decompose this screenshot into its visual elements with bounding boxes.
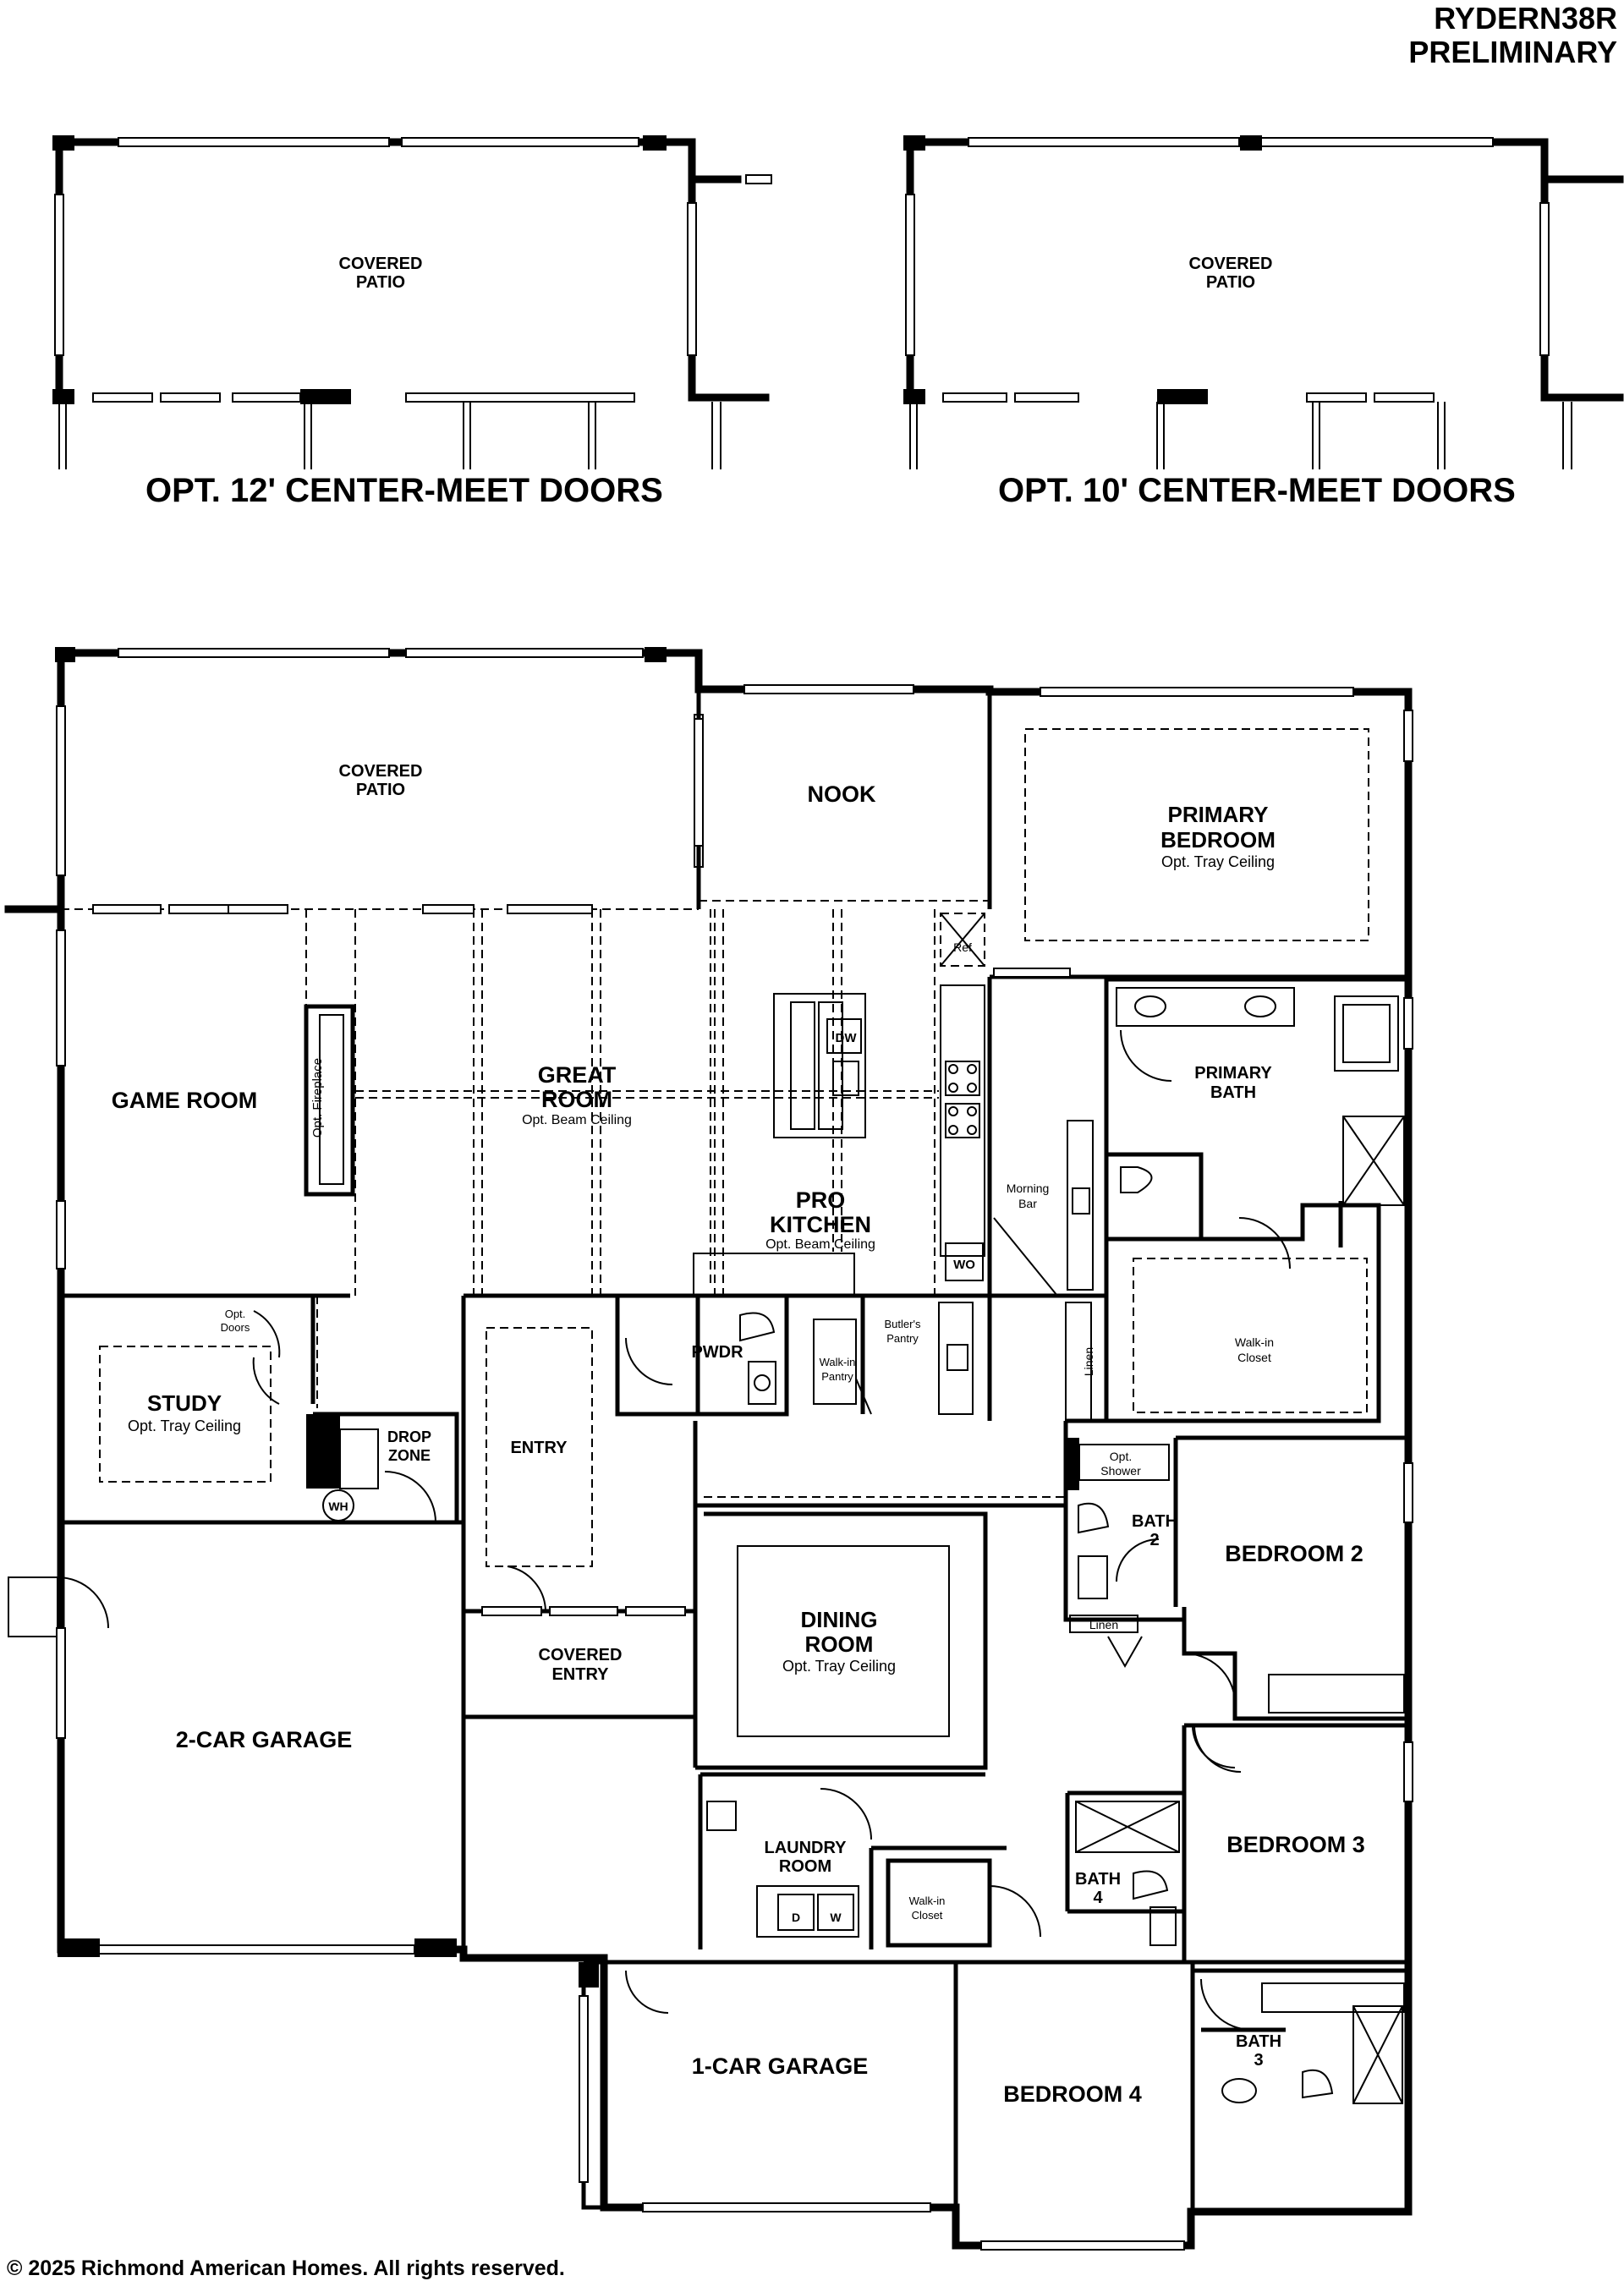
primary-closet-line1: Walk-in (1235, 1335, 1274, 1349)
bath3-line2: 3 (1254, 2051, 1263, 2070)
bedroom4-label: BEDROOM 4 (1003, 2081, 1142, 2107)
primary-bedroom-line1: PRIMARY (1168, 802, 1269, 827)
walkin-pantry-line2: Pantry (821, 1370, 853, 1383)
opt-shower-line1: Opt. (1110, 1450, 1132, 1463)
covered-entry-line2: ENTRY (551, 1665, 609, 1684)
primary-closet-line2: Closet (1237, 1351, 1271, 1364)
linen-label: Linen (1082, 1347, 1095, 1376)
pwdr-label: PWDR (691, 1343, 743, 1362)
garage1-label: 1-CAR GARAGE (692, 2053, 869, 2079)
opt-shower-line2: Shower (1100, 1464, 1141, 1478)
opt12-room-line1: COVERED (339, 255, 423, 273)
wo-label: WO (953, 1258, 975, 1272)
dining-room-note: Opt. Tray Ceiling (782, 1658, 896, 1675)
butlers-pantry-line2: Pantry (886, 1332, 919, 1345)
opt-10-patio-diagram: COVERED PATIO (903, 135, 1624, 469)
drop-zone-line1: DROP (387, 1428, 431, 1445)
laundry-room-line2: ROOM (779, 1857, 831, 1876)
dining-room-line1: DINING (801, 1607, 878, 1632)
primary-bath-line1: PRIMARY (1194, 1064, 1272, 1083)
main-floor-plan (4, 647, 1413, 2251)
opt-doors-line2: Doors (221, 1321, 250, 1334)
dw-label: DW (836, 1031, 858, 1045)
linen2-label: Linen (1089, 1618, 1118, 1631)
bedroom2-label: BEDROOM 2 (1225, 1541, 1363, 1566)
opt10-room-line1: COVERED (1189, 255, 1273, 273)
bath4-line1: BATH (1075, 1870, 1121, 1889)
bath2-line2: 2 (1149, 1531, 1159, 1549)
opt-doors-line1: Opt. (225, 1308, 246, 1320)
covered-entry-line1: COVERED (539, 1646, 623, 1664)
dining-room-line2: ROOM (805, 1631, 874, 1657)
opt12-room-line2: PATIO (356, 273, 405, 292)
wh-label: WH (328, 1500, 348, 1513)
garage2-label: 2-CAR GARAGE (176, 1727, 353, 1752)
morning-bar-line1: Morning (1007, 1182, 1050, 1195)
opt10-room-line2: PATIO (1206, 273, 1255, 292)
dryer-label: D (792, 1911, 800, 1924)
study-note: Opt. Tray Ceiling (128, 1417, 241, 1434)
opt-fireplace-label: Opt. Fireplace (310, 1058, 325, 1138)
room-labels: COVERED PATIO NOOK PRIMARY BEDROOM Opt. … (112, 762, 1365, 2107)
plan-code: RYDERN38R (1434, 1, 1617, 36)
game-room-label: GAME ROOM (112, 1088, 258, 1113)
opt-12-title: OPT. 12' CENTER-MEET DOORS (145, 472, 663, 509)
bath2-line1: BATH (1132, 1512, 1177, 1531)
great-room-line1: GREAT (538, 1062, 617, 1088)
primary-bath-line2: BATH (1210, 1083, 1256, 1102)
opt-10-title: OPT. 10' CENTER-MEET DOORS (998, 472, 1516, 509)
covered-patio-line1: COVERED (339, 762, 423, 781)
bath3-line1: BATH (1236, 2032, 1281, 2051)
nook-label: NOOK (808, 781, 877, 807)
butlers-pantry-line1: Butler's (885, 1318, 921, 1330)
washer-label: W (830, 1911, 842, 1924)
copyright-notice: © 2025 Richmond American Homes. All righ… (7, 2256, 565, 2280)
bedroom3-label: BEDROOM 3 (1226, 1832, 1365, 1857)
covered-patio-line2: PATIO (356, 781, 405, 799)
ref-label: Ref (953, 940, 972, 954)
plan-status: PRELIMINARY (1408, 35, 1617, 69)
pro-kitchen-line1: PRO (796, 1187, 846, 1213)
pro-kitchen-line2: KITCHEN (770, 1212, 871, 1237)
great-room-note: Opt. Beam Ceiling (522, 1113, 632, 1127)
laundry-room-line1: LAUNDRY (764, 1839, 847, 1857)
drop-zone-line2: ZONE (388, 1447, 431, 1464)
primary-bedroom-note: Opt. Tray Ceiling (1161, 853, 1275, 870)
primary-bedroom-line2: BEDROOM (1160, 827, 1276, 853)
walkin-closet-line2: Closet (912, 1909, 943, 1922)
walkin-pantry-line1: Walk-in (820, 1356, 856, 1368)
morning-bar-line2: Bar (1018, 1197, 1037, 1210)
bath4-line2: 4 (1093, 1889, 1103, 1907)
walkin-closet-line1: Walk-in (909, 1894, 946, 1907)
great-room-line2: ROOM (541, 1087, 612, 1112)
opt-12-patio-diagram: COVERED PATIO (52, 135, 772, 469)
pro-kitchen-note: Opt. Beam Ceiling (765, 1237, 875, 1252)
entry-label: ENTRY (510, 1439, 568, 1457)
study-label: STUDY (147, 1390, 222, 1416)
